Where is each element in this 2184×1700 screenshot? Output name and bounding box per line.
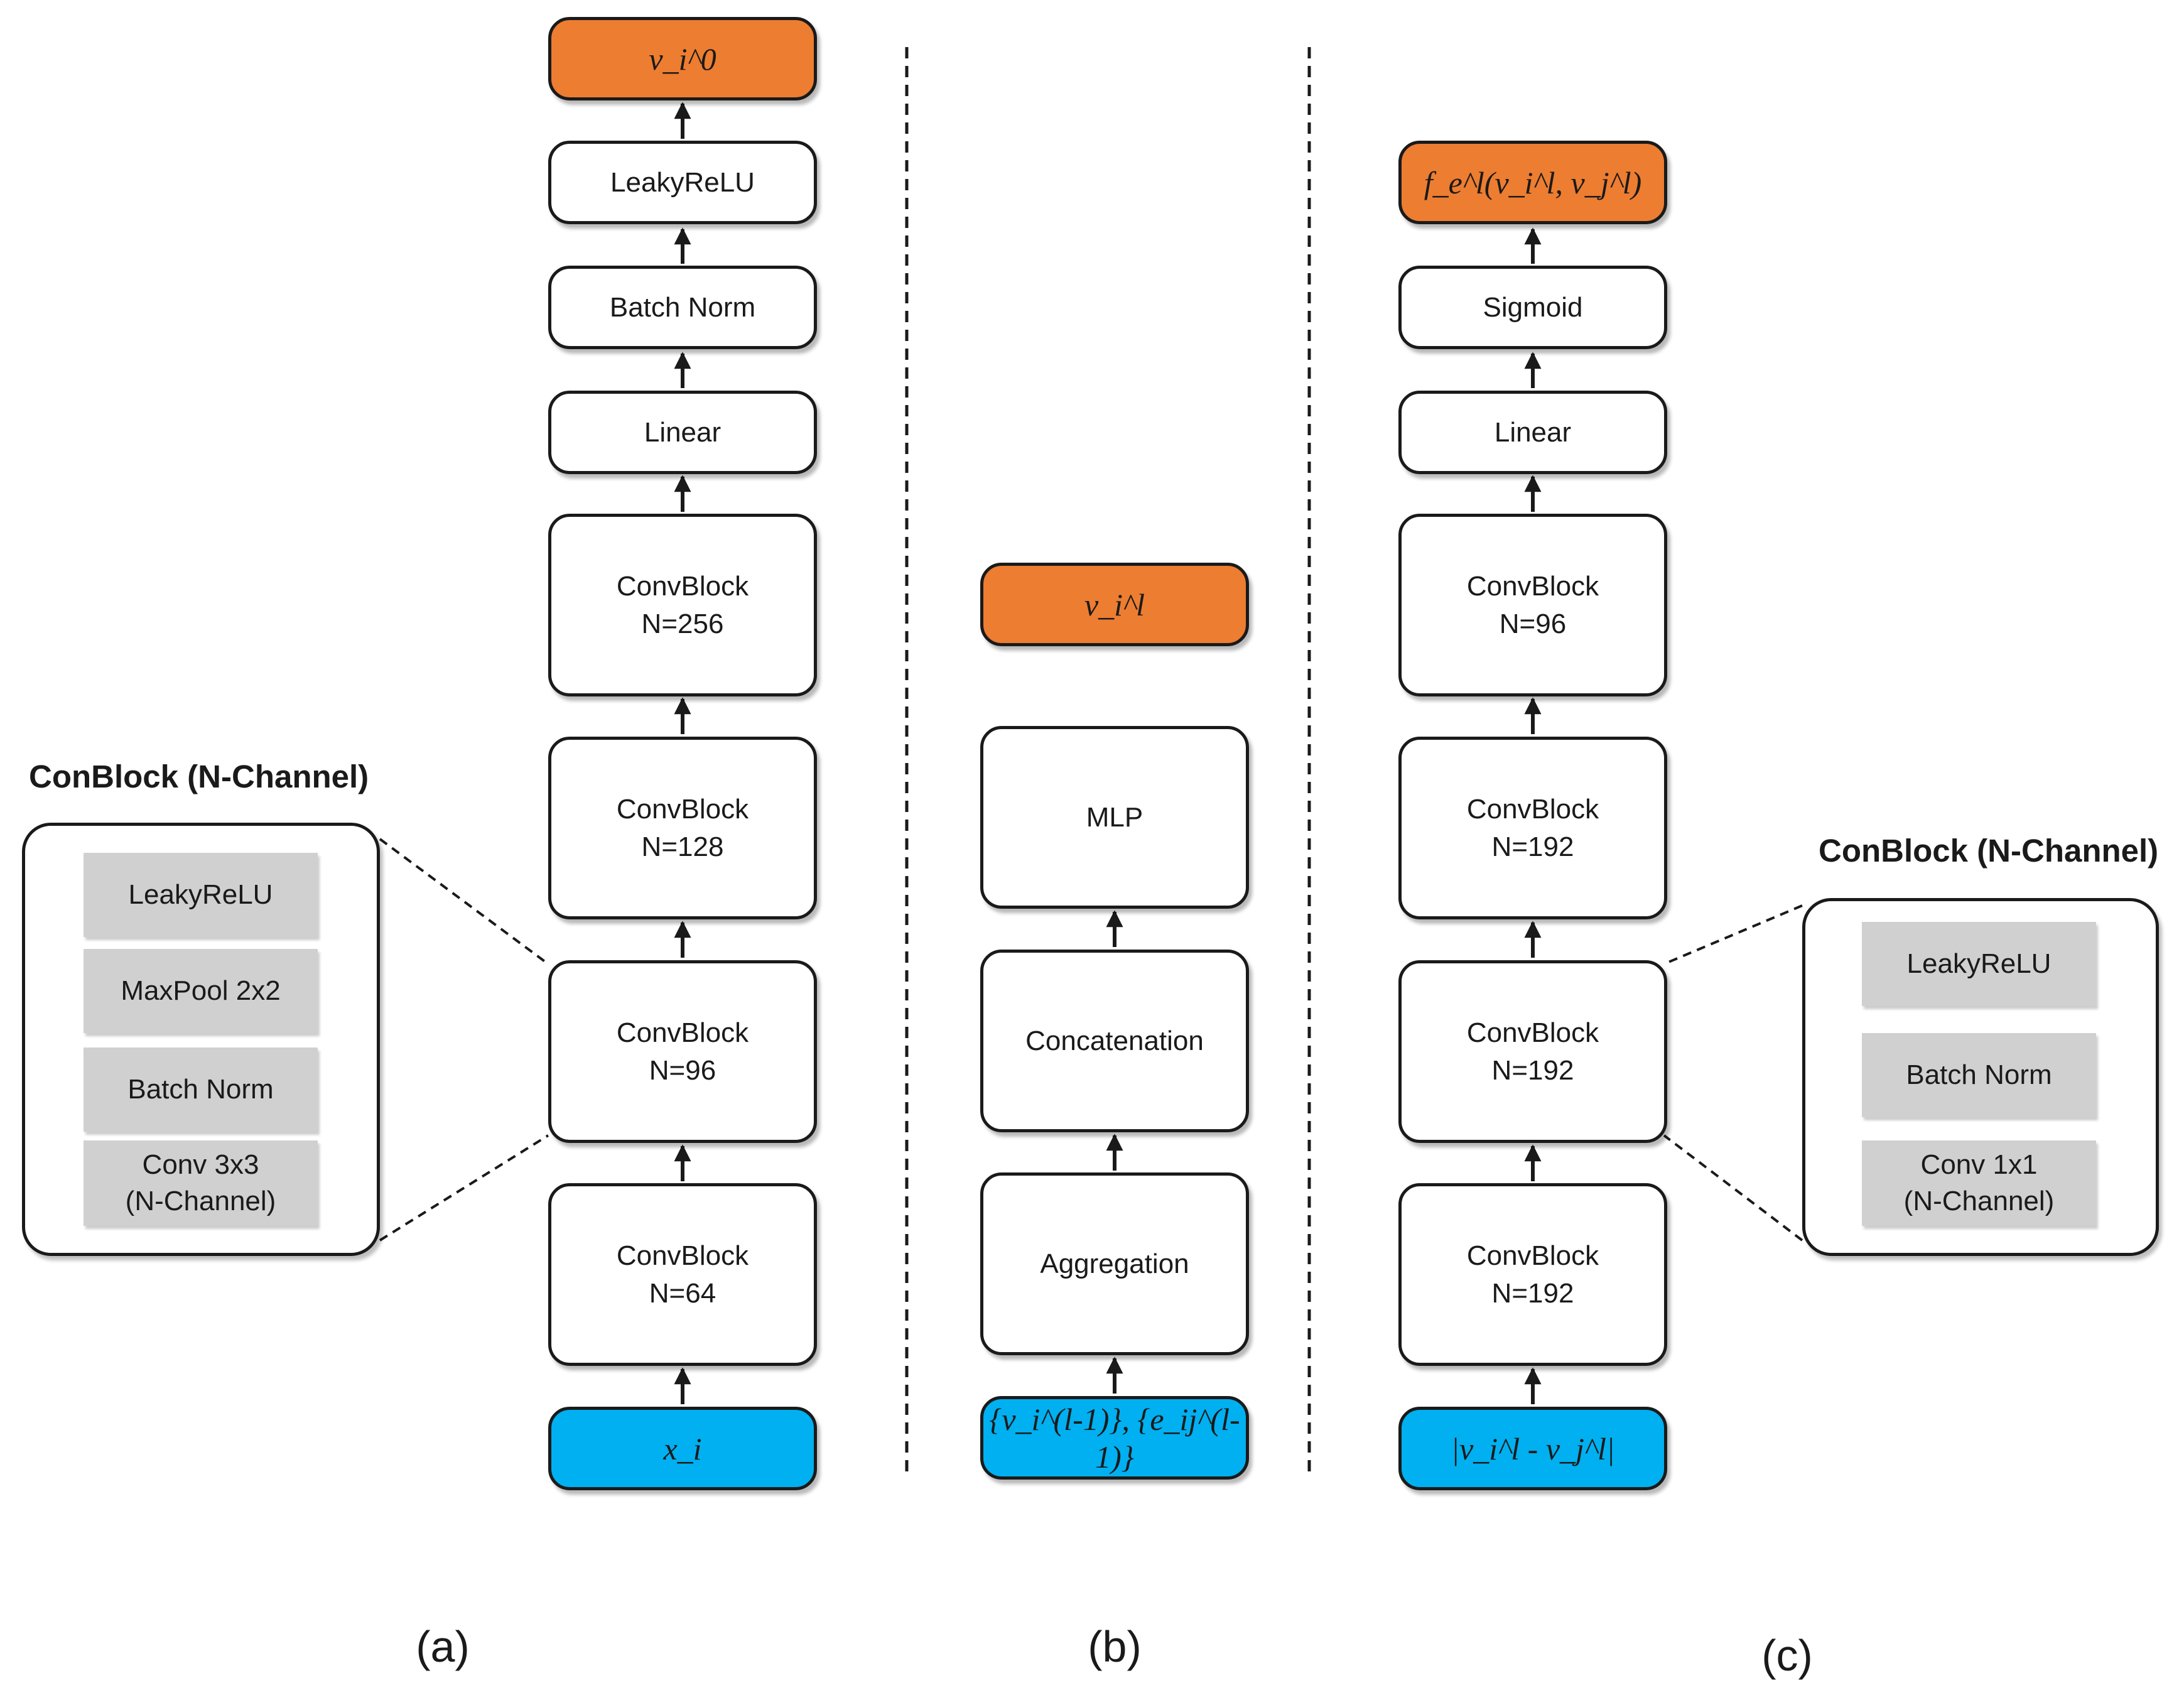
- convblock-label: ConvBlock: [1466, 1017, 1599, 1048]
- layer-batchnorm-a: Batch Norm: [548, 266, 817, 349]
- output-label-a: v_i^0: [649, 41, 716, 77]
- caption-c: (c): [1761, 1631, 1813, 1680]
- detail-item-sublabel: (N-Channel): [1903, 1186, 2055, 1216]
- convblock-c-192-mid: ConvBlock N=192: [1398, 960, 1667, 1143]
- detail-item-maxpool-a: MaxPool 2x2: [84, 949, 318, 1033]
- layer-label: Linear: [1494, 416, 1572, 448]
- convblock-c-192-top: ConvBlock N=192: [1398, 737, 1667, 919]
- caption-b: (b): [1088, 1622, 1142, 1671]
- output-label-b: v_i^l: [1084, 587, 1145, 622]
- input-node-c: |v_i^l - v_j^l|: [1398, 1407, 1667, 1490]
- caption-a: (a): [416, 1622, 470, 1671]
- layer-leakyrelu-a: LeakyReLU: [548, 141, 817, 224]
- detail-item-conv-a: Conv 3x3 (N-Channel): [84, 1140, 318, 1226]
- convblock-channels: N=192: [1491, 831, 1574, 862]
- convblock-label: ConvBlock: [616, 1017, 749, 1048]
- convblock-channels: N=192: [1491, 1054, 1574, 1086]
- detail-item-leakyrelu-c: LeakyReLU: [1862, 922, 2096, 1006]
- detail-item-batchnorm-c: Batch Norm: [1862, 1033, 2096, 1117]
- block-aggregation-b: Aggregation: [980, 1172, 1249, 1355]
- detail-item-label: Conv 3x3: [142, 1149, 259, 1180]
- convblock-a-64: ConvBlock N=64: [548, 1183, 817, 1366]
- convblock-label: ConvBlock: [1466, 570, 1599, 602]
- convblock-c-192-bottom: ConvBlock N=192: [1398, 1183, 1667, 1366]
- convblock-label: ConvBlock: [616, 1240, 749, 1271]
- output-node-b: v_i^l: [980, 563, 1249, 646]
- convblock-label: ConvBlock: [616, 570, 749, 602]
- convblock-channels: N=128: [641, 831, 724, 862]
- detail-item-label: MaxPool 2x2: [121, 975, 281, 1006]
- convblock-a-128: ConvBlock N=128: [548, 737, 817, 919]
- convblock-channels: N=96: [649, 1054, 716, 1086]
- output-node-a: v_i^0: [548, 17, 817, 100]
- convblock-channels: N=96: [1499, 608, 1567, 639]
- layer-linear-a: Linear: [548, 391, 817, 474]
- detail-title-c: ConBlock (N-Channel): [1819, 833, 2159, 869]
- detail-title-a: ConBlock (N-Channel): [29, 759, 369, 794]
- detail-item-label: LeakyReLU: [128, 879, 273, 910]
- convblock-label: ConvBlock: [1466, 793, 1599, 825]
- block-label: MLP: [1086, 801, 1143, 833]
- detail-item-batchnorm-a: Batch Norm: [84, 1048, 318, 1132]
- convblock-channels: N=192: [1491, 1277, 1574, 1309]
- input-label-c: |v_i^l - v_j^l|: [1451, 1431, 1615, 1466]
- block-concatenation-b: Concatenation: [980, 950, 1249, 1132]
- layer-label: Sigmoid: [1483, 291, 1583, 323]
- layer-sigmoid-c: Sigmoid: [1398, 266, 1667, 349]
- convblock-channels: N=256: [641, 608, 724, 639]
- detail-item-leakyrelu-a: LeakyReLU: [84, 853, 318, 937]
- layer-label: Batch Norm: [609, 291, 756, 323]
- input-node-a: x_i: [548, 1407, 817, 1490]
- input-node-b: {v_i^(l-1)}, {e_ij^(l-1)}: [980, 1396, 1249, 1480]
- convblock-label: ConvBlock: [1466, 1240, 1599, 1271]
- detail-item-sublabel: (N-Channel): [125, 1186, 276, 1216]
- convblock-c-96: ConvBlock N=96: [1398, 514, 1667, 696]
- detail-item-label: Batch Norm: [127, 1074, 274, 1105]
- detail-item-label: Batch Norm: [1906, 1059, 2052, 1090]
- detail-item-label: LeakyReLU: [1906, 948, 2052, 979]
- layer-label: LeakyReLU: [610, 166, 755, 198]
- convblock-label: ConvBlock: [616, 793, 749, 825]
- zoom-lines: [379, 838, 1803, 1242]
- input-label-a: x_i: [663, 1431, 702, 1466]
- output-node-c: f_e^l(v_i^l, v_j^l): [1398, 141, 1667, 224]
- detail-item-conv-c: Conv 1x1 (N-Channel): [1862, 1140, 2096, 1226]
- block-label: Concatenation: [1025, 1025, 1204, 1056]
- convblock-channels: N=64: [649, 1277, 716, 1309]
- block-label: Aggregation: [1040, 1248, 1189, 1279]
- layer-label: Linear: [644, 416, 722, 448]
- output-label-c: f_e^l(v_i^l, v_j^l): [1424, 165, 1642, 200]
- block-mlp-b: MLP: [980, 726, 1249, 909]
- convblock-a-96: ConvBlock N=96: [548, 960, 817, 1143]
- layer-linear-c: Linear: [1398, 391, 1667, 474]
- input-label-b: {v_i^(l-1)}, {e_ij^(l-1)}: [989, 1401, 1240, 1475]
- detail-item-label: Conv 1x1: [1920, 1149, 2038, 1180]
- convblock-a-256: ConvBlock N=256: [548, 514, 817, 696]
